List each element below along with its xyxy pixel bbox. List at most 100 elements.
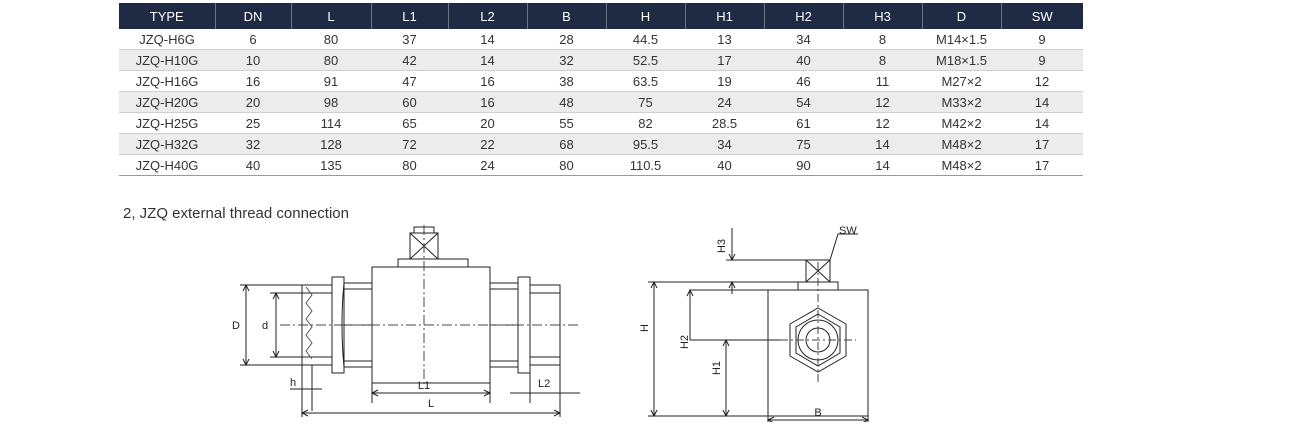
table-cell-h3: 8: [843, 29, 922, 50]
table-cell-l2: 24: [448, 154, 527, 176]
column-header-sw: SW: [1001, 3, 1083, 29]
table-cell-h2: 54: [764, 91, 843, 113]
table-cell-b: 38: [527, 70, 606, 92]
table-cell-sw: 17: [1001, 154, 1083, 176]
table-cell-sw: 14: [1001, 112, 1083, 134]
dim-label-H3: H3: [716, 239, 728, 253]
table-cell-h3: 8: [843, 49, 922, 71]
table-cell-b: 55: [527, 112, 606, 134]
table-cell-l: 128: [291, 133, 371, 155]
table-cell-sw: 12: [1001, 70, 1083, 92]
table-cell-dn: 6: [215, 29, 291, 50]
table-cell-l2: 16: [448, 91, 527, 113]
table-cell-h: 82: [606, 112, 685, 134]
column-header-l: L: [291, 3, 372, 29]
dim-label-SW: SW: [839, 225, 857, 237]
table-cell-h: 75: [606, 91, 685, 113]
table-cell-d: M27×2: [922, 70, 1001, 92]
table-cell-l: 91: [291, 70, 371, 92]
table-cell-l: 80: [291, 29, 371, 50]
table-cell-b: 48: [527, 91, 606, 113]
table-cell-h3: 14: [843, 154, 922, 176]
table-cell-sw: 9: [1001, 29, 1083, 50]
table-cell-type: JZQ-H32G: [119, 133, 215, 155]
dim-label-H1: H1: [711, 361, 723, 375]
table-cell-b: 32: [527, 49, 606, 71]
table-cell-h3: 11: [843, 70, 922, 92]
table-cell-h3: 12: [843, 91, 922, 113]
table-cell-d: M33×2: [922, 91, 1001, 113]
dim-label-H: H: [639, 324, 651, 332]
table-cell-h2: 46: [764, 70, 843, 92]
table-cell-b: 68: [527, 133, 606, 155]
table-cell-h: 44.5: [606, 29, 685, 50]
table-cell-l1: 42: [371, 49, 448, 71]
table-cell-d: M42×2: [922, 112, 1001, 134]
table-cell-sw: 14: [1001, 91, 1083, 113]
dim-label-D: D: [232, 320, 240, 332]
table-cell-h2: 34: [764, 29, 843, 50]
table-cell-l: 80: [291, 49, 371, 71]
table-cell-sw: 9: [1001, 49, 1083, 71]
column-header-l1: L1: [371, 3, 449, 29]
dim-label-d: d: [262, 320, 268, 332]
dim-label-H2: H2: [679, 335, 691, 349]
column-header-h2: H2: [764, 3, 844, 29]
dim-label-B: B: [814, 407, 821, 419]
table-cell-h3: 14: [843, 133, 922, 155]
end-view-drawing: SW H3 H H2 H1 B: [639, 225, 870, 422]
table-cell-l2: 14: [448, 29, 527, 50]
table-cell-d: M14×1.5: [922, 29, 1001, 50]
table-cell-l: 135: [291, 154, 371, 176]
table-cell-h2: 90: [764, 154, 843, 176]
column-header-b: B: [527, 3, 607, 29]
table-cell-l1: 47: [371, 70, 448, 92]
section-title: 2, JZQ external thread connection: [123, 205, 349, 222]
column-header-dn: DN: [215, 3, 292, 29]
column-header-l2: L2: [448, 3, 528, 29]
table-cell-h1: 17: [685, 49, 764, 71]
table-cell-type: JZQ-H40G: [119, 154, 215, 176]
table-cell-type: JZQ-H16G: [119, 70, 215, 92]
table-cell-type: JZQ-H10G: [119, 49, 215, 71]
dim-label-L2: L2: [538, 378, 550, 390]
table-cell-dn: 20: [215, 91, 291, 113]
table-cell-sw: 17: [1001, 133, 1083, 155]
table-cell-h: 63.5: [606, 70, 685, 92]
dim-label-L1: L1: [418, 380, 430, 392]
table-cell-d: M48×2: [922, 154, 1001, 176]
table-cell-l: 98: [291, 91, 371, 113]
table-cell-h2: 40: [764, 49, 843, 71]
table-cell-l2: 20: [448, 112, 527, 134]
table-cell-dn: 25: [215, 112, 291, 134]
column-header-d: D: [922, 3, 1002, 29]
table-cell-l2: 22: [448, 133, 527, 155]
table-cell-l1: 80: [371, 154, 448, 176]
dim-label-h: h: [290, 377, 296, 389]
table-cell-h: 52.5: [606, 49, 685, 71]
table-cell-b: 28: [527, 29, 606, 50]
table-cell-h2: 75: [764, 133, 843, 155]
table-cell-dn: 32: [215, 133, 291, 155]
table-cell-l1: 65: [371, 112, 448, 134]
table-cell-dn: 10: [215, 49, 291, 71]
table-cell-h1: 19: [685, 70, 764, 92]
column-header-h3: H3: [843, 3, 923, 29]
table-cell-dn: 40: [215, 154, 291, 176]
table-cell-l2: 16: [448, 70, 527, 92]
table-cell-h: 95.5: [606, 133, 685, 155]
table-cell-l1: 60: [371, 91, 448, 113]
table-cell-h2: 61: [764, 112, 843, 134]
table-cell-d: M48×2: [922, 133, 1001, 155]
table-cell-h3: 12: [843, 112, 922, 134]
table-cell-l1: 37: [371, 29, 448, 50]
table-cell-type: JZQ-H20G: [119, 91, 215, 113]
